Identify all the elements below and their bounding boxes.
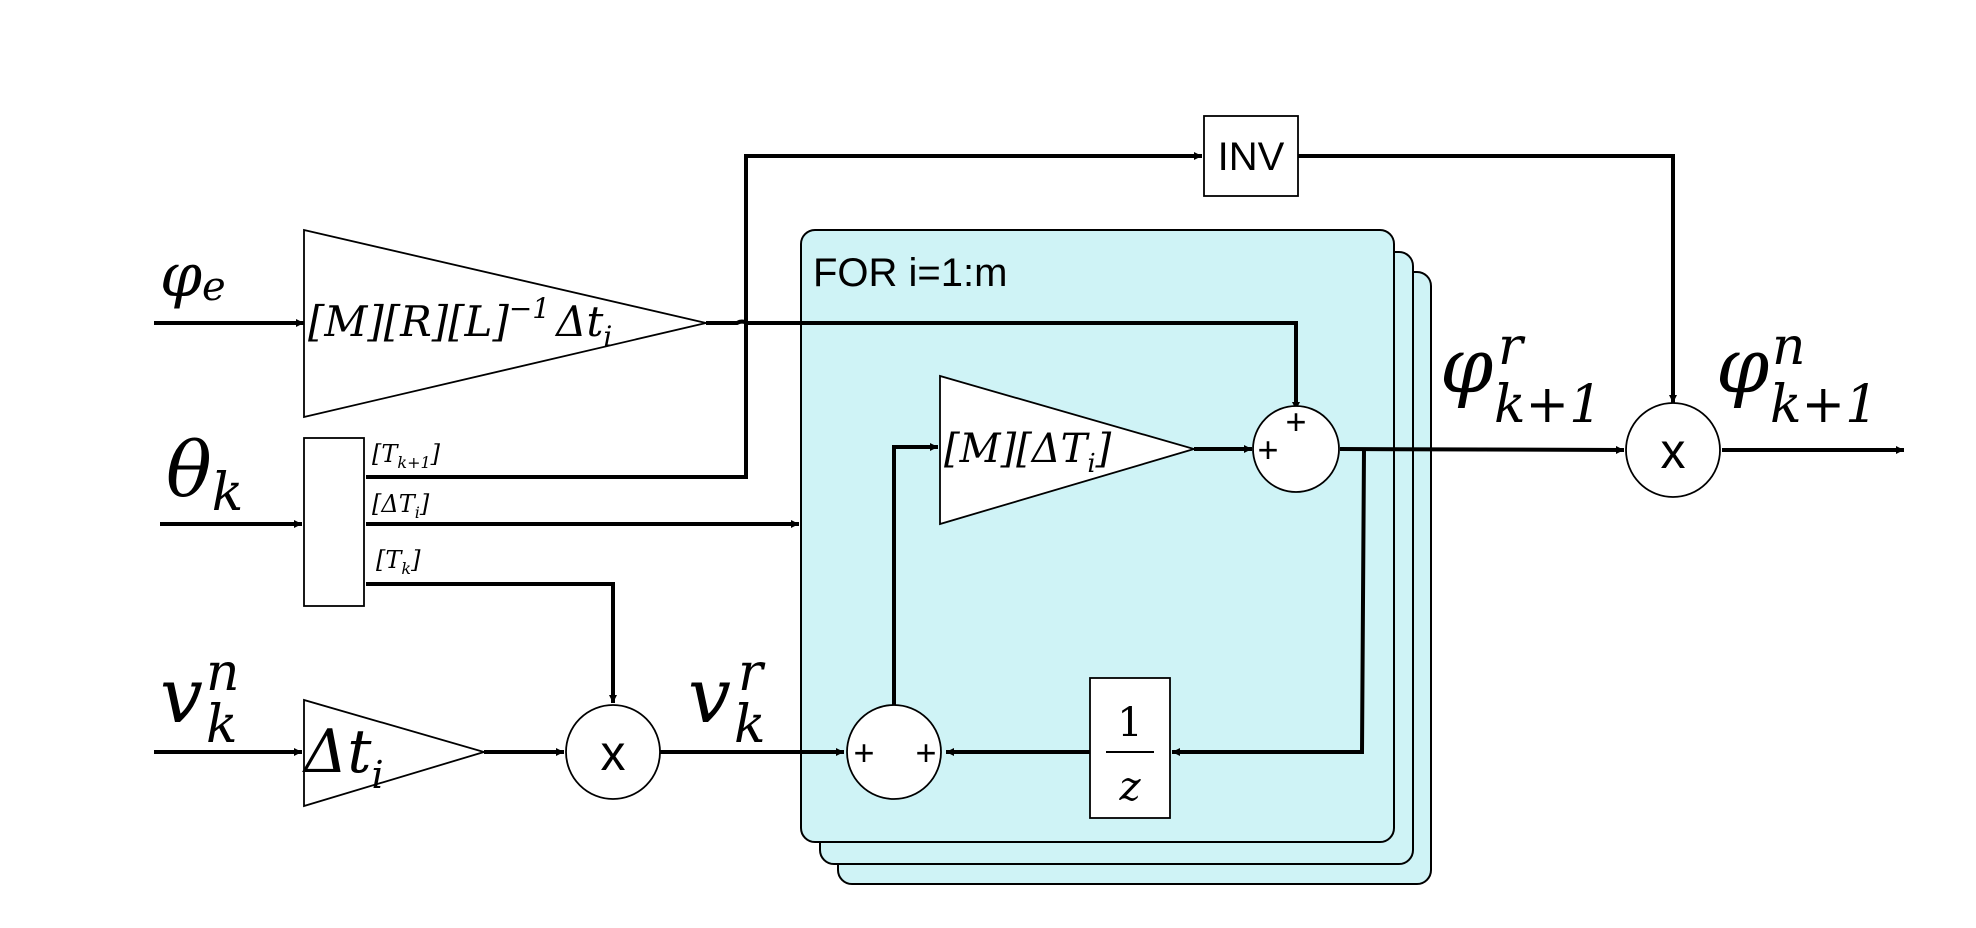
summer-lower: + + xyxy=(846,704,942,800)
delay-block: 1 z xyxy=(1089,677,1171,819)
summer-upper-plus-left: + xyxy=(1257,429,1278,470)
input-v-k-n-sub: k xyxy=(206,695,238,755)
signal-phi-r-sup: r xyxy=(1498,317,1526,377)
wire-tk-to-multiply xyxy=(366,582,617,703)
signal-v-k-r-sup: r xyxy=(738,643,766,703)
delay-numerator: 1 xyxy=(1117,700,1142,746)
signal-v-k-r-sym: v xyxy=(688,651,731,740)
wire-feedback-to-delay xyxy=(1172,448,1366,756)
wire-summer-to-inner-gain xyxy=(892,443,938,706)
input-v-k-n-sym: v xyxy=(160,651,203,740)
inv-label: INV xyxy=(1218,135,1285,179)
demux-label-tk: [Tk] xyxy=(376,546,421,578)
demux-block: [Tk+1] [ΔTi] [Tk] xyxy=(303,437,441,607)
inv-block: INV xyxy=(1203,115,1299,197)
wire-tk1-to-inv xyxy=(366,152,1202,479)
input-v-k-n-label: v n k xyxy=(160,643,240,755)
signal-phi-n-label: φ n k+1 xyxy=(1716,317,1878,435)
signal-phi-n-sym: φ xyxy=(1716,321,1769,410)
signal-v-k-r-sub: k xyxy=(734,695,766,755)
gain-inner-label: [M][ΔTi] xyxy=(944,426,1112,479)
wire-phir-to-multiply xyxy=(1339,445,1625,454)
gain-inner-block: [M][ΔTi] xyxy=(939,374,1198,526)
multiply-output: x xyxy=(1625,402,1721,498)
multiply-vk-symbol: x xyxy=(601,725,626,781)
gain-dt-label: Δti xyxy=(302,717,384,797)
multiply-output-symbol: x xyxy=(1661,423,1686,479)
loop-label: FOR i=1:m xyxy=(813,251,1007,295)
delay-denominator: z xyxy=(1118,764,1141,810)
demux-label-dti: [ΔTi] xyxy=(372,490,430,522)
summer-upper: + + xyxy=(1252,401,1340,493)
input-v-k-n-sup: n xyxy=(206,643,240,703)
wire-gain-top-to-summer xyxy=(706,319,1300,410)
summer-lower-plus-right: + xyxy=(915,732,936,773)
wires xyxy=(154,152,1904,756)
gain-dt-block: Δti xyxy=(302,698,488,808)
signal-phi-r-sym: φ xyxy=(1440,321,1493,410)
signal-phi-n-sub: k+1 xyxy=(1770,375,1878,435)
signal-phi-r-sub: k+1 xyxy=(1494,375,1602,435)
signal-phi-n-sup: n xyxy=(1772,317,1806,377)
summer-upper-plus-top: + xyxy=(1285,401,1306,442)
signal-v-k-r-label: v r k xyxy=(688,643,766,755)
input-theta-k-label: θk xyxy=(166,425,243,523)
signal-phi-r-label: φ r k+1 xyxy=(1440,317,1602,435)
demux-label-tk1: [Tk+1] xyxy=(372,440,441,472)
summer-lower-plus-left: + xyxy=(853,732,874,773)
multiply-vk: x xyxy=(565,704,661,800)
wire-inv-to-multiply xyxy=(1298,154,1677,403)
input-phi-e-label: φe xyxy=(160,241,226,311)
